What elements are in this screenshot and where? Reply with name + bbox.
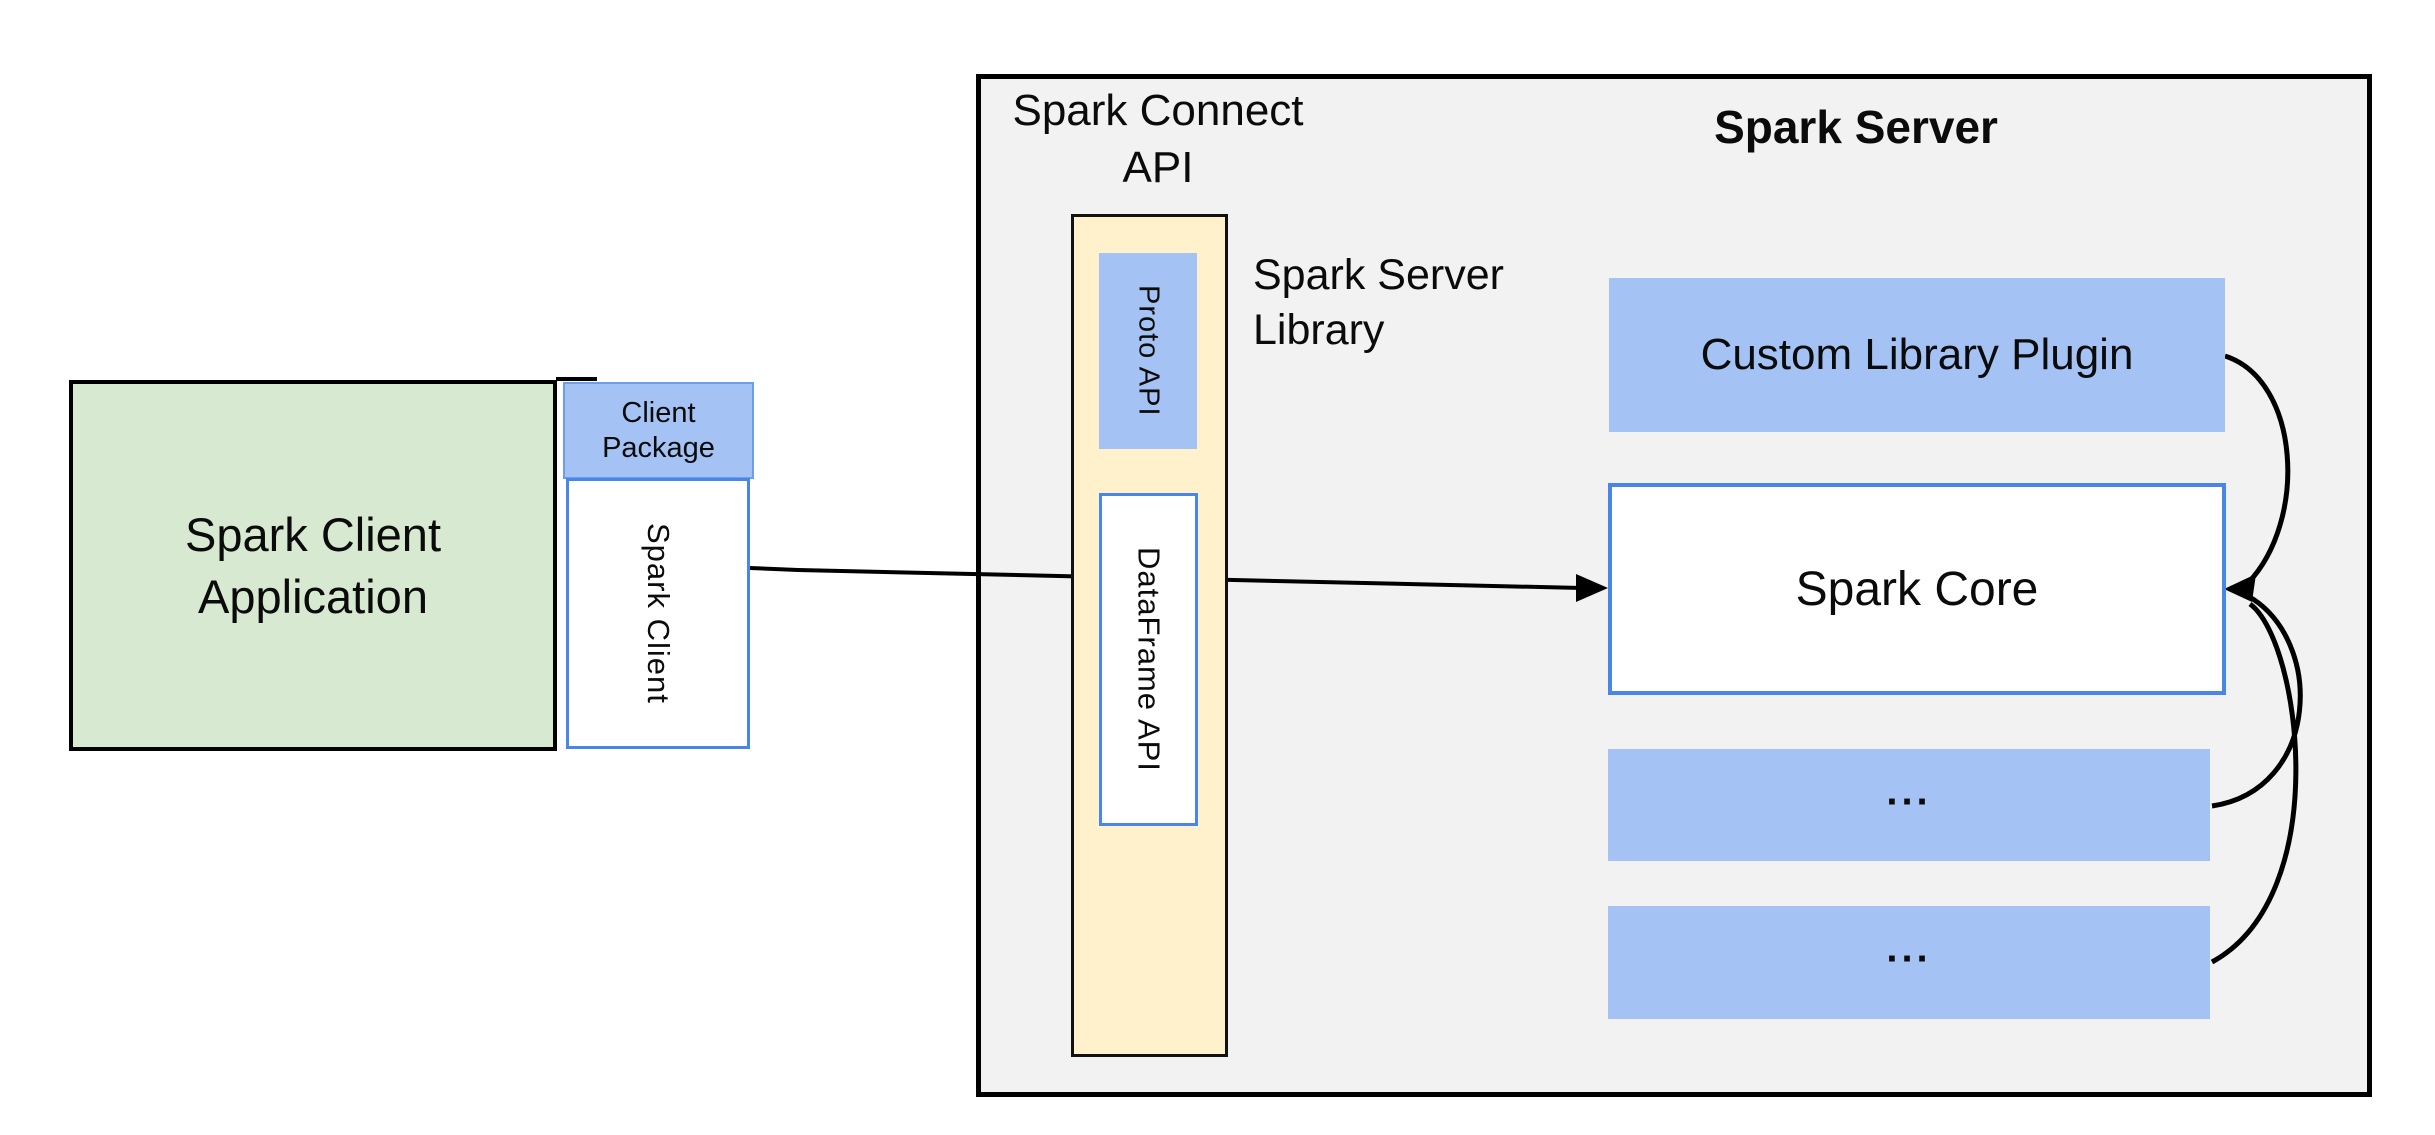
more2-to-core-arc — [2210, 601, 2299, 965]
main-arrow-line — [749, 566, 1583, 590]
spark-server-library-line2: Library — [1253, 306, 1385, 354]
more1-to-core-arc — [2211, 593, 2303, 809]
main-arrow-head — [1576, 574, 1608, 602]
spark-client-app-line2: Application — [198, 569, 428, 623]
client-package-line1: Client — [621, 396, 696, 429]
more-plugins-box-2: ... — [1608, 906, 2210, 1019]
core-arrow-head — [2224, 574, 2256, 602]
dataframe-api-label: DataFrame API — [1131, 547, 1167, 772]
more-plugins-box-1: ... — [1608, 749, 2210, 861]
dataframe-api-box: DataFrame API — [1099, 493, 1198, 826]
spark-core-label: Spark Core — [1795, 562, 2039, 616]
spark-connect-api-label: Spark Connect API — [980, 82, 1336, 196]
spark-client-box: Spark Client — [566, 478, 750, 749]
spark-client-app-line1: Spark Client — [185, 507, 441, 561]
custom-library-plugin-box: Custom Library Plugin — [1609, 278, 2225, 432]
spark-connect-api-line2: API — [1122, 143, 1194, 192]
spark-server-library-line1: Spark Server — [1253, 251, 1504, 299]
spark-server-title: Spark Server — [1714, 101, 1998, 153]
client-package-box: Client Package — [563, 382, 754, 479]
proto-api-box: Proto API — [1099, 253, 1197, 449]
client-package-line2: Package — [602, 431, 715, 464]
more-plugins-label-1: ... — [1886, 769, 1932, 813]
custom-library-plugin-label: Custom Library Plugin — [1700, 330, 2134, 379]
spark-server-library-label: Spark Server Library — [1253, 248, 1504, 358]
spark-client-app-box: Spark Client Application — [69, 380, 557, 751]
spark-client-label: Spark Client — [641, 523, 676, 704]
spark-connect-api-line1: Spark Connect — [1012, 86, 1304, 135]
plugin-to-core-arc — [2224, 353, 2291, 585]
spark-core-box: Spark Core — [1608, 483, 2226, 695]
proto-api-label: Proto API — [1132, 285, 1165, 417]
more-plugins-label-2: ... — [1886, 926, 1932, 971]
